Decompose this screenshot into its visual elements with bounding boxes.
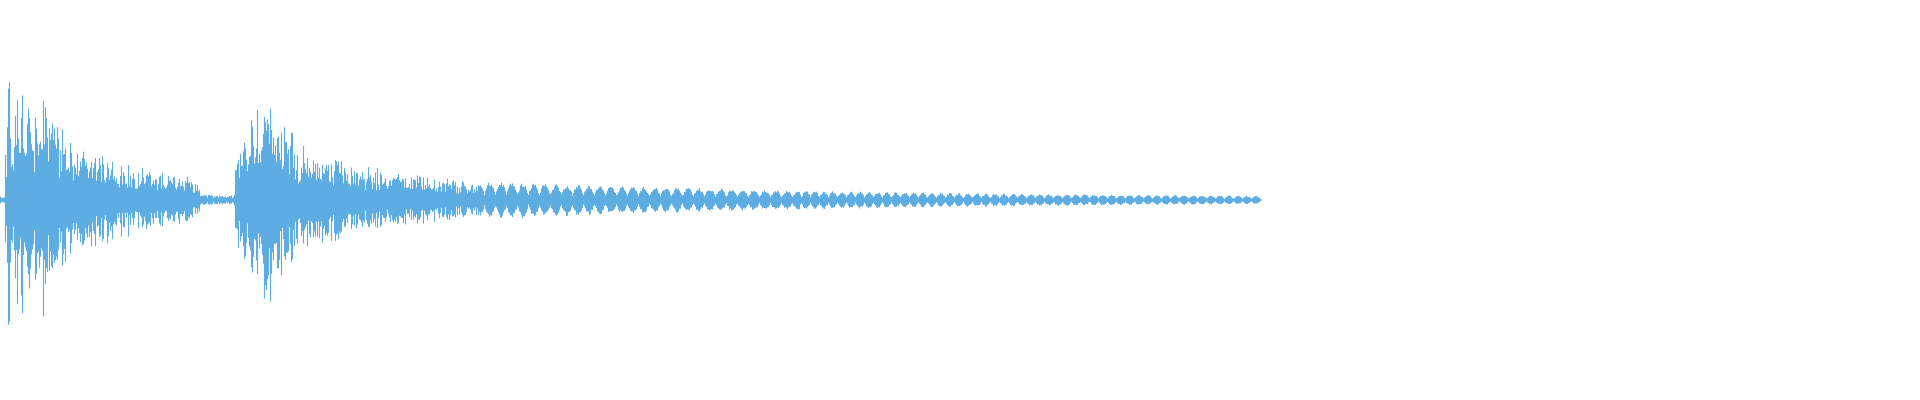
audio-waveform [0,82,1262,325]
